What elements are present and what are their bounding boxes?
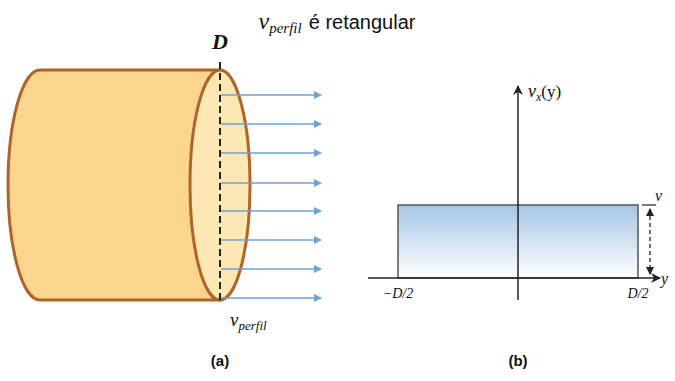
text-label: v bbox=[655, 187, 662, 204]
label-group: vperfil é retangular bbox=[259, 8, 416, 37]
text-label: D bbox=[212, 29, 228, 54]
label-group: vperfil bbox=[230, 310, 267, 333]
text-label: v bbox=[230, 309, 238, 330]
text-label: v bbox=[259, 8, 270, 34]
subscript-label: x bbox=[536, 90, 541, 104]
subscript-label: perfil bbox=[238, 318, 266, 333]
text-label: (b) bbox=[508, 352, 527, 369]
label-group: (a) bbox=[211, 352, 229, 370]
text-label: v bbox=[528, 81, 536, 101]
velocity-arrows bbox=[221, 95, 321, 298]
text-label: y bbox=[661, 270, 668, 287]
label-group: D bbox=[212, 30, 228, 54]
text-label: é retangular bbox=[309, 11, 416, 33]
profile-graph bbox=[368, 86, 660, 300]
label-group: y bbox=[661, 270, 668, 288]
label-group: D/2 bbox=[628, 284, 649, 302]
label-group: v bbox=[655, 187, 662, 205]
text-label: D/2 bbox=[628, 286, 649, 301]
text-label: −D/2 bbox=[383, 286, 413, 301]
subscript-label: perfil bbox=[269, 20, 302, 36]
label-group: vx(y) bbox=[528, 82, 561, 104]
text-label: (a) bbox=[211, 352, 229, 369]
text-label: (y) bbox=[541, 82, 561, 101]
label-group: (b) bbox=[508, 352, 527, 370]
cylinder bbox=[8, 62, 250, 304]
label-group: −D/2 bbox=[383, 284, 413, 302]
